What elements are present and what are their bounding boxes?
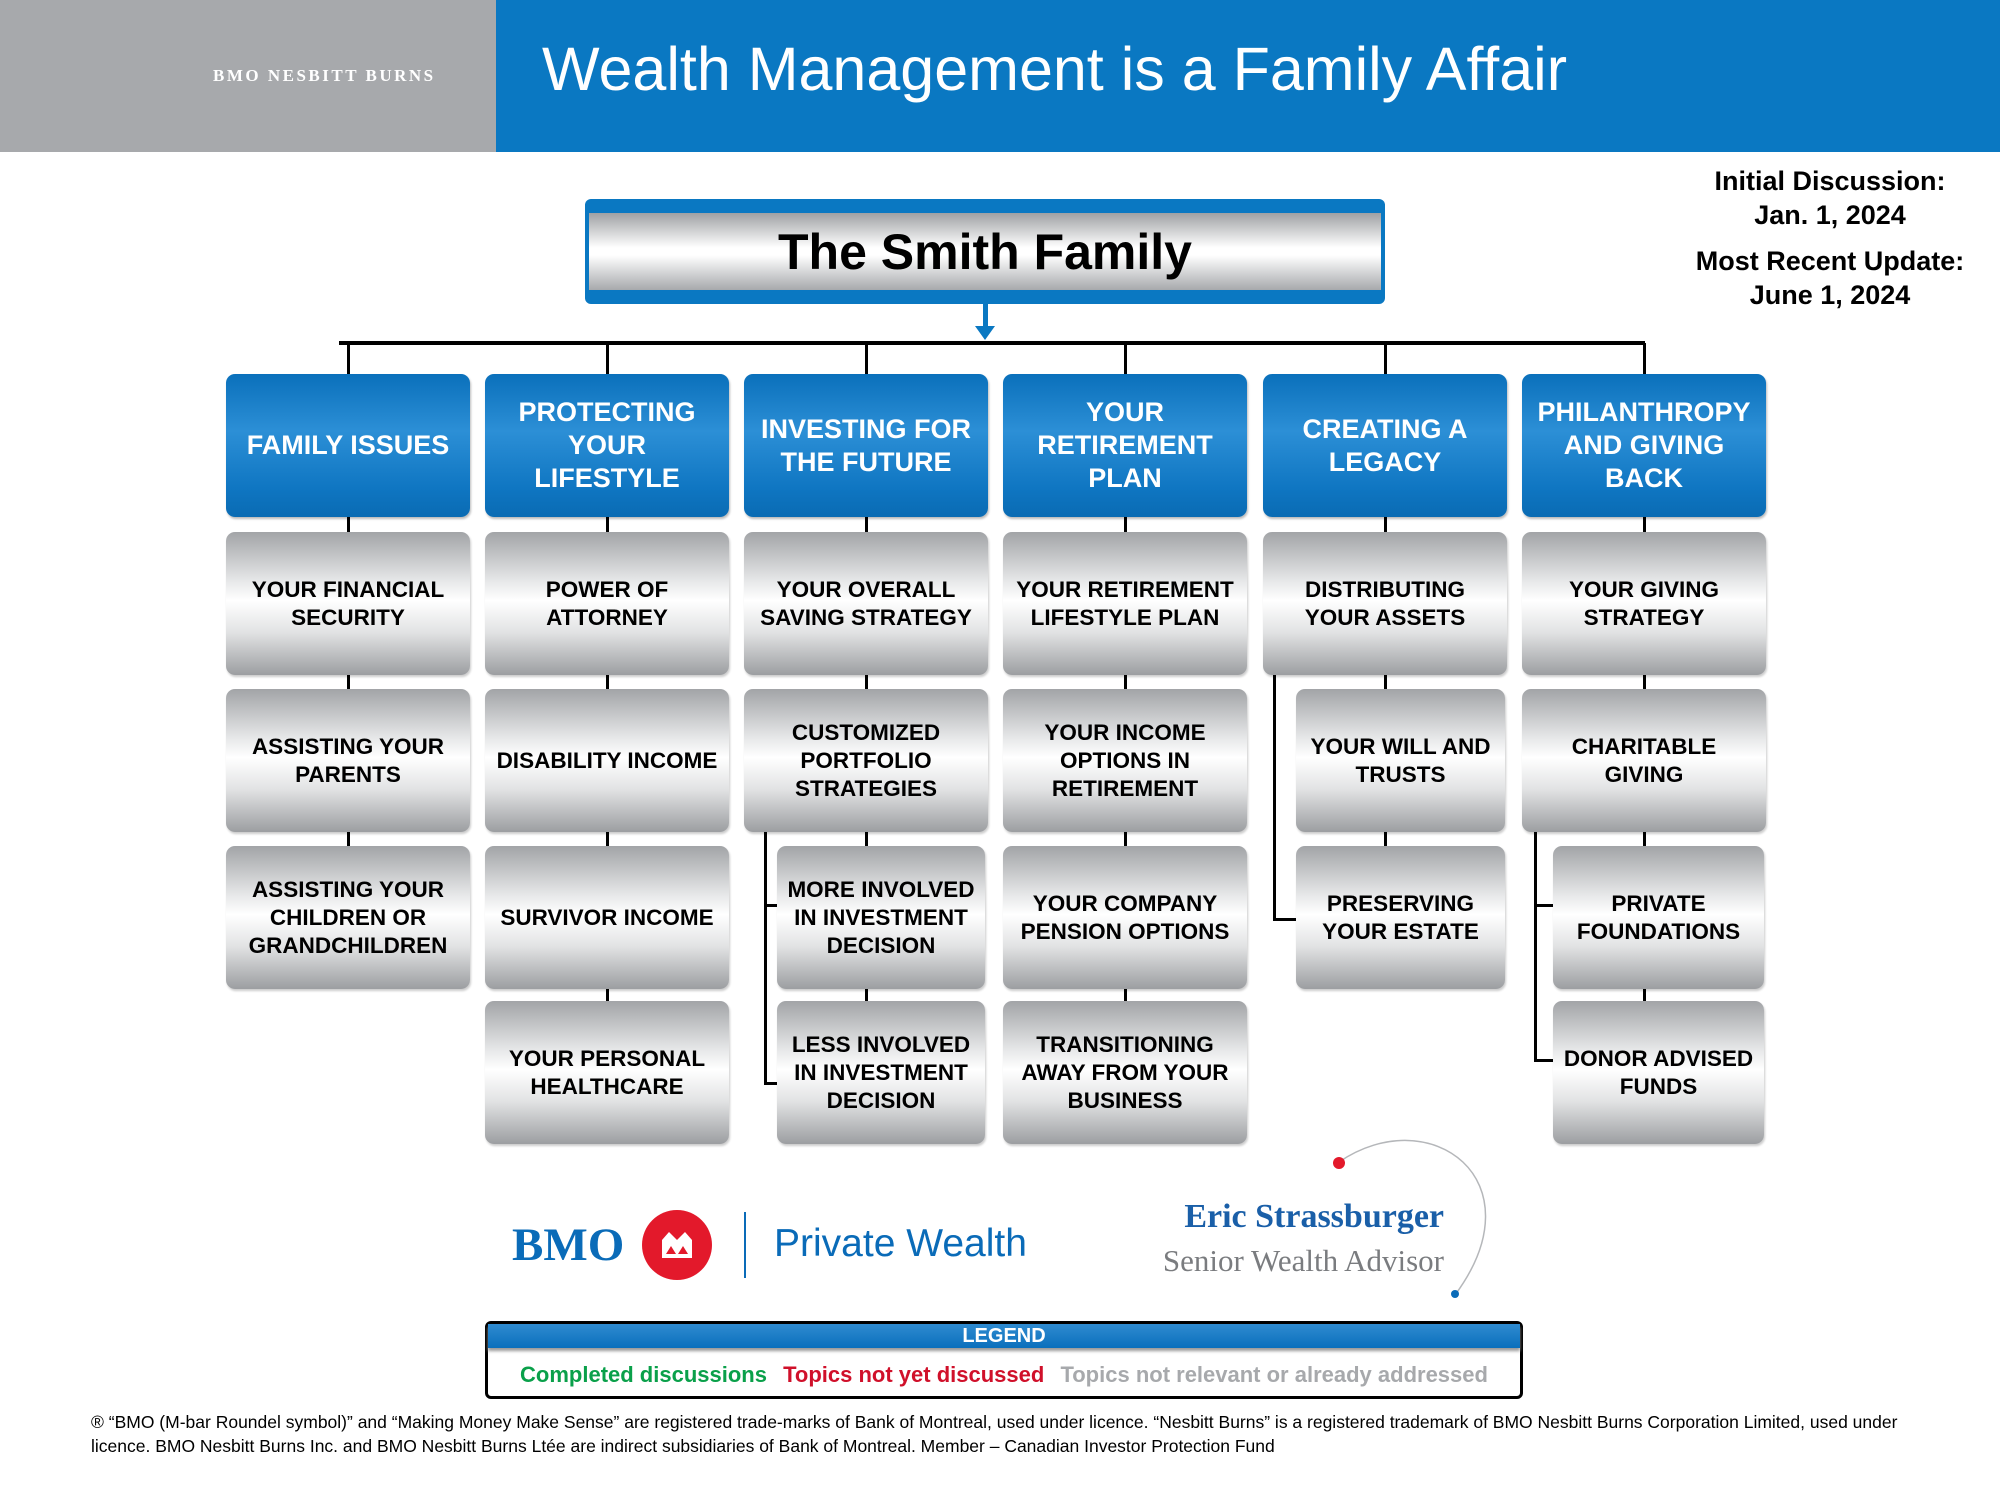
item-connector — [1642, 832, 1646, 846]
item-connector — [346, 832, 350, 846]
column-connector — [1123, 343, 1127, 374]
bmo-logo-text: BMO — [512, 1219, 625, 1271]
family-name: The Smith Family — [589, 213, 1381, 290]
item-connector — [1383, 517, 1387, 532]
item-connector — [605, 517, 609, 532]
category-header-5[interactable]: PHILANTHROPY AND GIVING BACK — [1522, 374, 1766, 517]
arrow-down-icon — [975, 326, 995, 340]
topic-item[interactable]: PRIVATE FOUNDATIONS — [1553, 846, 1764, 989]
sub-topic-bracket — [764, 832, 767, 1085]
legend-completed: Completed discussions — [520, 1362, 767, 1387]
column-connector — [605, 343, 609, 374]
recent-update-label: Most Recent Update: — [1695, 246, 1965, 276]
column-connector — [1383, 343, 1387, 374]
item-connector — [1123, 675, 1127, 689]
topic-item[interactable]: YOUR OVERALL SAVING STRATEGY — [744, 532, 988, 675]
header-brand-panel — [0, 0, 496, 152]
topic-item[interactable]: YOUR INCOME OPTIONS IN RETIREMENT — [1003, 689, 1247, 832]
topic-item[interactable]: CHARITABLE GIVING — [1522, 689, 1766, 832]
sub-topic-tick — [764, 1082, 777, 1085]
topic-item[interactable]: YOUR FINANCIAL SECURITY — [226, 532, 470, 675]
topic-item[interactable]: CUSTOMIZED PORTFOLIO STRATEGIES — [744, 689, 988, 832]
category-header-0[interactable]: FAMILY ISSUES — [226, 374, 470, 517]
page-title: Wealth Management is a Family Affair — [542, 35, 1568, 103]
topic-item[interactable]: YOUR COMPANY PENSION OPTIONS — [1003, 846, 1247, 989]
item-connector — [1642, 517, 1646, 532]
item-connector — [1383, 675, 1387, 689]
initial-discussion-date: Jan. 1, 2024 — [1754, 200, 1906, 230]
topic-item[interactable]: DONOR ADVISED FUNDS — [1553, 1001, 1764, 1144]
logo-divider — [744, 1212, 746, 1278]
item-connector — [605, 989, 609, 1001]
legend-not-relevant: Topics not relevant or already addressed — [1060, 1362, 1488, 1387]
item-connector — [864, 675, 868, 689]
legend-not-discussed: Topics not yet discussed — [783, 1362, 1045, 1387]
private-wealth-text: Private Wealth — [774, 1222, 1027, 1265]
advisor-arc-decoration — [1333, 1139, 1487, 1298]
brand-name: BMO NESBITT BURNS — [213, 66, 436, 85]
topic-item[interactable]: MORE INVOLVED IN INVESTMENT DECISION — [777, 846, 985, 989]
recent-update-date: June 1, 2024 — [1749, 280, 1911, 310]
item-connector — [1642, 675, 1646, 689]
item-connector — [864, 832, 868, 846]
topic-item[interactable]: ASSISTING YOUR CHILDREN OR GRANDCHILDREN — [226, 846, 470, 989]
initial-discussion-label: Initial Discussion: — [1714, 166, 1946, 196]
arrow-shaft — [983, 304, 988, 328]
topic-item[interactable]: YOUR GIVING STRATEGY — [1522, 532, 1766, 675]
sub-topic-tick — [1273, 918, 1296, 921]
legend: LEGEND Completed discussions Topics not … — [485, 1321, 1523, 1399]
column-connector — [864, 343, 868, 374]
bmo-roundel-icon — [642, 1210, 712, 1280]
item-connector — [1383, 832, 1387, 846]
category-header-4[interactable]: CREATING A LEGACY — [1263, 374, 1507, 517]
item-connector — [346, 675, 350, 689]
column-connector — [346, 343, 350, 374]
topic-item[interactable]: YOUR PERSONAL HEALTHCARE — [485, 1001, 729, 1144]
item-connector — [864, 989, 868, 1001]
header-title-bar — [496, 0, 2000, 152]
topic-item[interactable]: YOUR WILL AND TRUSTS — [1296, 689, 1505, 832]
topic-item[interactable]: SURVIVOR INCOME — [485, 846, 729, 989]
advisor-name: Eric Strassburger — [1184, 1198, 1444, 1235]
topic-item[interactable]: YOUR RETIREMENT LIFESTYLE PLAN — [1003, 532, 1247, 675]
item-connector — [605, 832, 609, 846]
sub-topic-bracket — [1534, 832, 1537, 1062]
topic-item[interactable]: PRESERVING YOUR ESTATE — [1296, 846, 1505, 989]
topic-item[interactable]: TRANSITIONING AWAY FROM YOUR BUSINESS — [1003, 1001, 1247, 1144]
legend-title: LEGEND — [488, 1324, 1520, 1348]
category-header-1[interactable]: PROTECTING YOUR LIFESTYLE — [485, 374, 729, 517]
topic-item[interactable]: ASSISTING YOUR PARENTS — [226, 689, 470, 832]
sub-topic-bracket — [1273, 675, 1276, 921]
item-connector — [1123, 832, 1127, 846]
column-connector — [1642, 343, 1646, 374]
topic-item[interactable]: DISTRIBUTING YOUR ASSETS — [1263, 532, 1507, 675]
item-connector — [1642, 989, 1646, 1001]
item-connector — [346, 517, 350, 532]
topic-item[interactable]: DISABILITY INCOME — [485, 689, 729, 832]
item-connector — [1123, 517, 1127, 532]
item-connector — [1123, 989, 1127, 1001]
advisor-title: Senior Wealth Advisor — [1162, 1243, 1444, 1278]
category-header-2[interactable]: INVESTING FOR THE FUTURE — [744, 374, 988, 517]
item-connector — [864, 517, 868, 532]
family-title-box: The Smith Family — [585, 199, 1385, 304]
item-connector — [605, 675, 609, 689]
topic-item[interactable]: POWER OF ATTORNEY — [485, 532, 729, 675]
connector-bar — [339, 341, 1645, 345]
sub-topic-tick — [1534, 904, 1553, 907]
category-header-3[interactable]: YOUR RETIREMENT PLAN — [1003, 374, 1247, 517]
legal-disclaimer: ® “BMO (M-bar Roundel symbol)” and “Maki… — [91, 1412, 1898, 1456]
sub-topic-tick — [1534, 1059, 1553, 1062]
topic-item[interactable]: LESS INVOLVED IN INVESTMENT DECISION — [777, 1001, 985, 1144]
sub-topic-tick — [764, 904, 777, 907]
